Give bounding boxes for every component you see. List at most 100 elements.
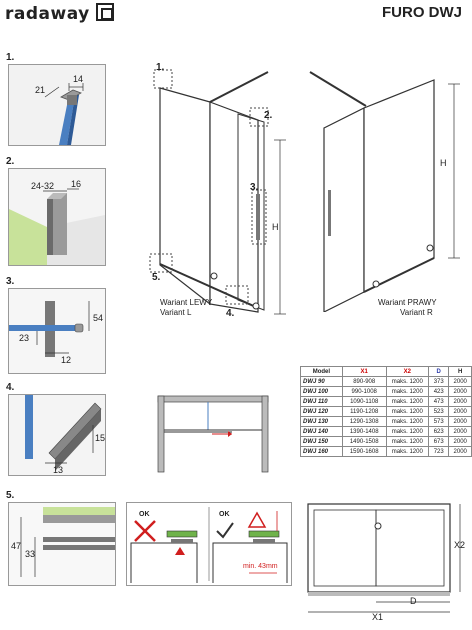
step-5-detail: 47 33 [8, 502, 116, 586]
header-model: Model [300, 366, 343, 377]
cell-h: 2000 [448, 426, 472, 437]
callout-3: 3. [250, 182, 259, 193]
cell-d: 373 [427, 376, 450, 387]
cell-x1: 990-1008 [341, 386, 387, 397]
step-1-number: 1. [6, 52, 15, 63]
main-drawing-left [149, 69, 286, 315]
step-4-number: 4. [6, 382, 15, 393]
min-clearance-label: min. 43mm [243, 563, 278, 570]
height-label-right: H [440, 158, 447, 168]
cell-d: 473 [427, 396, 450, 407]
cell-x2: maks. 1200 [385, 386, 429, 397]
cell-h: 2000 [448, 436, 472, 447]
height-label-left: H [272, 222, 279, 232]
variant-left-pl: Wariant LEWY [160, 298, 213, 307]
variant-right-pl: Wariant PRAWY [378, 298, 437, 307]
spec-table-header-row: Model X1 X2 D H [300, 366, 472, 377]
variant-left-en: Variant L [160, 308, 192, 317]
callout-4: 4. [226, 308, 235, 319]
step-3-dim-c: 12 [61, 355, 72, 365]
cell-h: 2000 [448, 416, 472, 427]
cell-model: DWJ 120 [300, 406, 343, 417]
cell-d: 723 [427, 446, 450, 457]
callout-5: 5. [152, 272, 161, 283]
cell-x2: maks. 1200 [385, 446, 429, 457]
step-2-illustration [9, 169, 105, 265]
cell-h: 2000 [448, 376, 472, 387]
cell-x2: maks. 1200 [385, 396, 429, 407]
cell-model: DWJ 160 [300, 446, 343, 457]
cell-x2: maks. 1200 [385, 376, 429, 387]
callout-1: 1. [156, 62, 165, 73]
cell-h: 2000 [448, 386, 472, 397]
cell-x1: 1390-1408 [341, 426, 387, 437]
cell-d: 623 [427, 426, 450, 437]
callout-2: 2. [264, 110, 273, 121]
plan-x2-label: X2 [454, 540, 466, 550]
cell-x2: maks. 1200 [385, 416, 429, 427]
ok-label-right: OK [219, 511, 230, 518]
cell-h: 2000 [448, 446, 472, 457]
header-x2: X2 [385, 366, 429, 377]
step-5-illustration [9, 503, 115, 585]
main-drawing-right [309, 71, 460, 312]
header-h: H [448, 366, 472, 377]
step-1-illustration [9, 65, 105, 145]
step-2-detail: 24-32 16 [8, 168, 106, 266]
level-check-panel: OK OK min. 43mm [126, 502, 292, 586]
cell-model: DWJ 110 [300, 396, 343, 407]
header-x1: X1 [341, 366, 387, 377]
brand-logo-icon [96, 3, 114, 21]
cell-d: 573 [427, 416, 450, 427]
cell-model: DWJ 90 [300, 376, 343, 387]
cell-h: 2000 [448, 406, 472, 417]
cell-x1: 1190-1208 [341, 406, 387, 417]
cell-d: 423 [427, 386, 450, 397]
step-2-number: 2. [6, 156, 15, 167]
cell-x1: 1090-1108 [341, 396, 387, 407]
cell-x2: maks. 1200 [385, 406, 429, 417]
cell-d: 523 [427, 406, 450, 417]
step-4-illustration [9, 395, 105, 475]
variant-right-en: Variant R [400, 308, 433, 317]
plan-x1-label: X1 [372, 612, 384, 622]
brand-logo-text: radaway [5, 4, 90, 24]
cell-model: DWJ 100 [300, 386, 343, 397]
product-title: FURO DWJ [382, 4, 462, 21]
step-3-dim-b: 23 [19, 333, 30, 343]
cell-x1: 890-908 [341, 376, 387, 387]
step-3-detail: 54 23 12 [8, 288, 106, 374]
step-5-number: 5. [6, 490, 15, 501]
step-1-dim-b: 14 [73, 74, 84, 84]
step-4-dim-a: 15 [95, 433, 106, 443]
cell-model: DWJ 140 [300, 426, 343, 437]
cell-model: DWJ 150 [300, 436, 343, 447]
step-3-illustration [9, 289, 105, 373]
step-5-dim-b: 33 [25, 549, 36, 559]
step-1-dim-a: 21 [35, 85, 46, 95]
step-2-dim-a: 24-32 [31, 181, 55, 191]
plan-view-diagram [307, 503, 461, 613]
ok-label-wrong: OK [139, 511, 150, 518]
step-3-dim-a: 54 [93, 313, 104, 323]
step-4-dim-b: 13 [53, 465, 64, 475]
cell-x1: 1290-1308 [341, 416, 387, 427]
cell-h: 2000 [448, 396, 472, 407]
top-view-diagram [157, 395, 269, 473]
cell-x2: maks. 1200 [385, 426, 429, 437]
cell-x1: 1490-1508 [341, 436, 387, 447]
level-check-illustration [127, 503, 291, 585]
cell-x2: maks. 1200 [385, 436, 429, 447]
cell-x1: 1590-1608 [341, 446, 387, 457]
cell-model: DWJ 130 [300, 416, 343, 427]
step-2-dim-b: 16 [71, 179, 82, 189]
step-1-detail: 21 14 [8, 64, 106, 146]
